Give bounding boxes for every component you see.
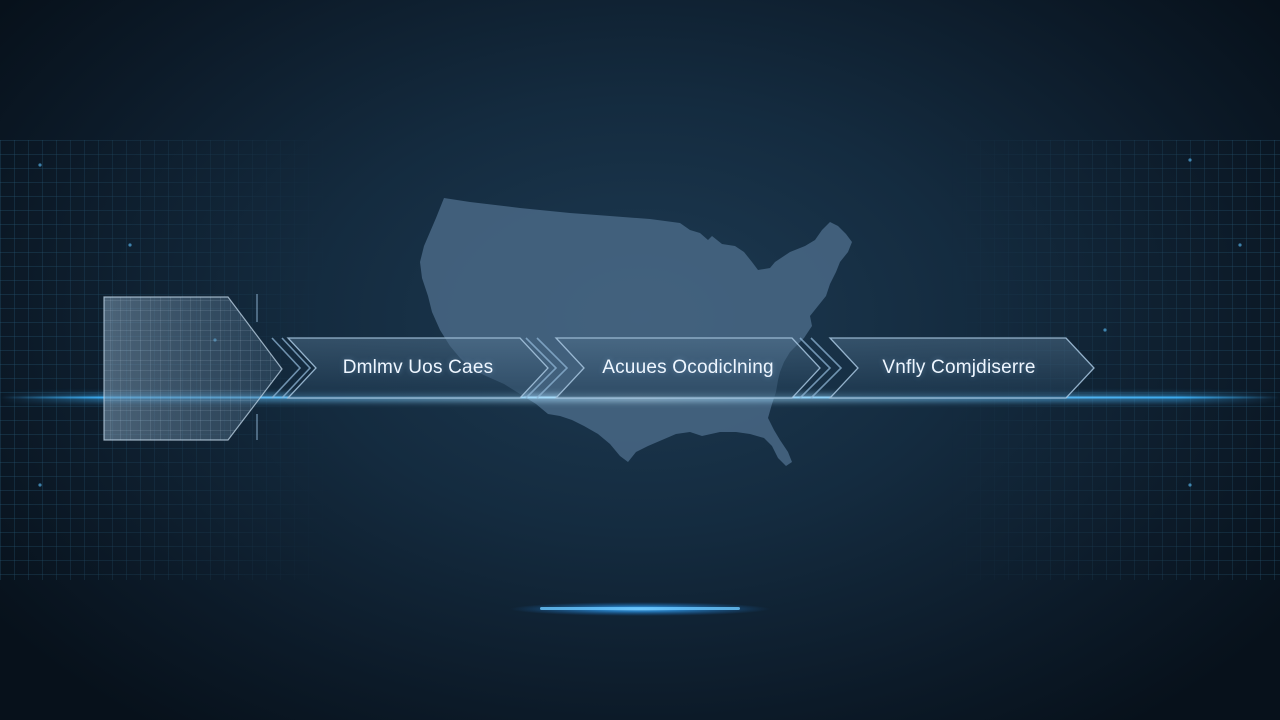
step-arrow-3 xyxy=(828,337,1095,399)
double-chevron-icon-1 xyxy=(271,337,312,399)
step-arrow-1 xyxy=(286,337,549,399)
double-chevron-icon-2 xyxy=(525,337,569,399)
step-label-3: Vnfly Comjdiserre xyxy=(882,357,1036,378)
step-label-2: Acuues Ocodiclning xyxy=(602,357,774,378)
step-arrow-2 xyxy=(554,337,821,399)
start-block xyxy=(103,294,283,441)
usa-map-icon xyxy=(420,198,852,466)
double-chevron-icon-3 xyxy=(799,337,843,399)
step-label-1: Dmlmv Uos Caes xyxy=(342,357,494,378)
